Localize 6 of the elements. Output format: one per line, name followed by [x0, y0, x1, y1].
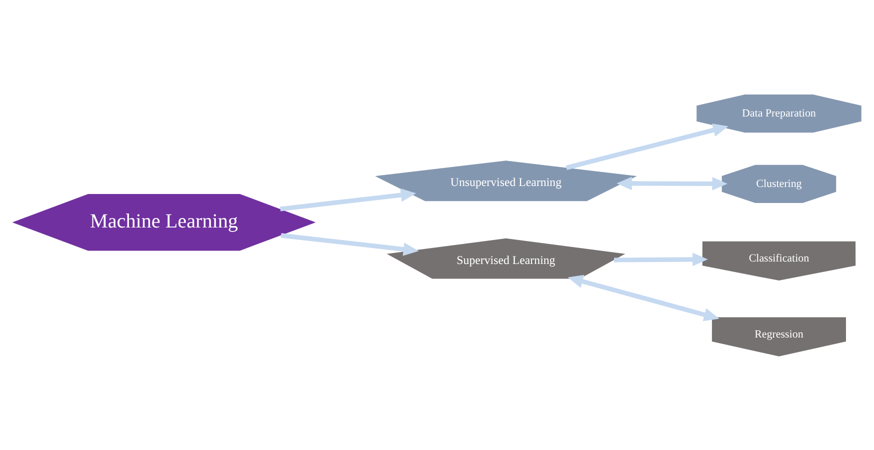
arrow — [616, 176, 728, 190]
arrow — [280, 232, 419, 256]
arrow — [614, 252, 708, 266]
arrow — [280, 188, 416, 211]
arrow — [566, 123, 728, 170]
arrow — [568, 274, 720, 321]
